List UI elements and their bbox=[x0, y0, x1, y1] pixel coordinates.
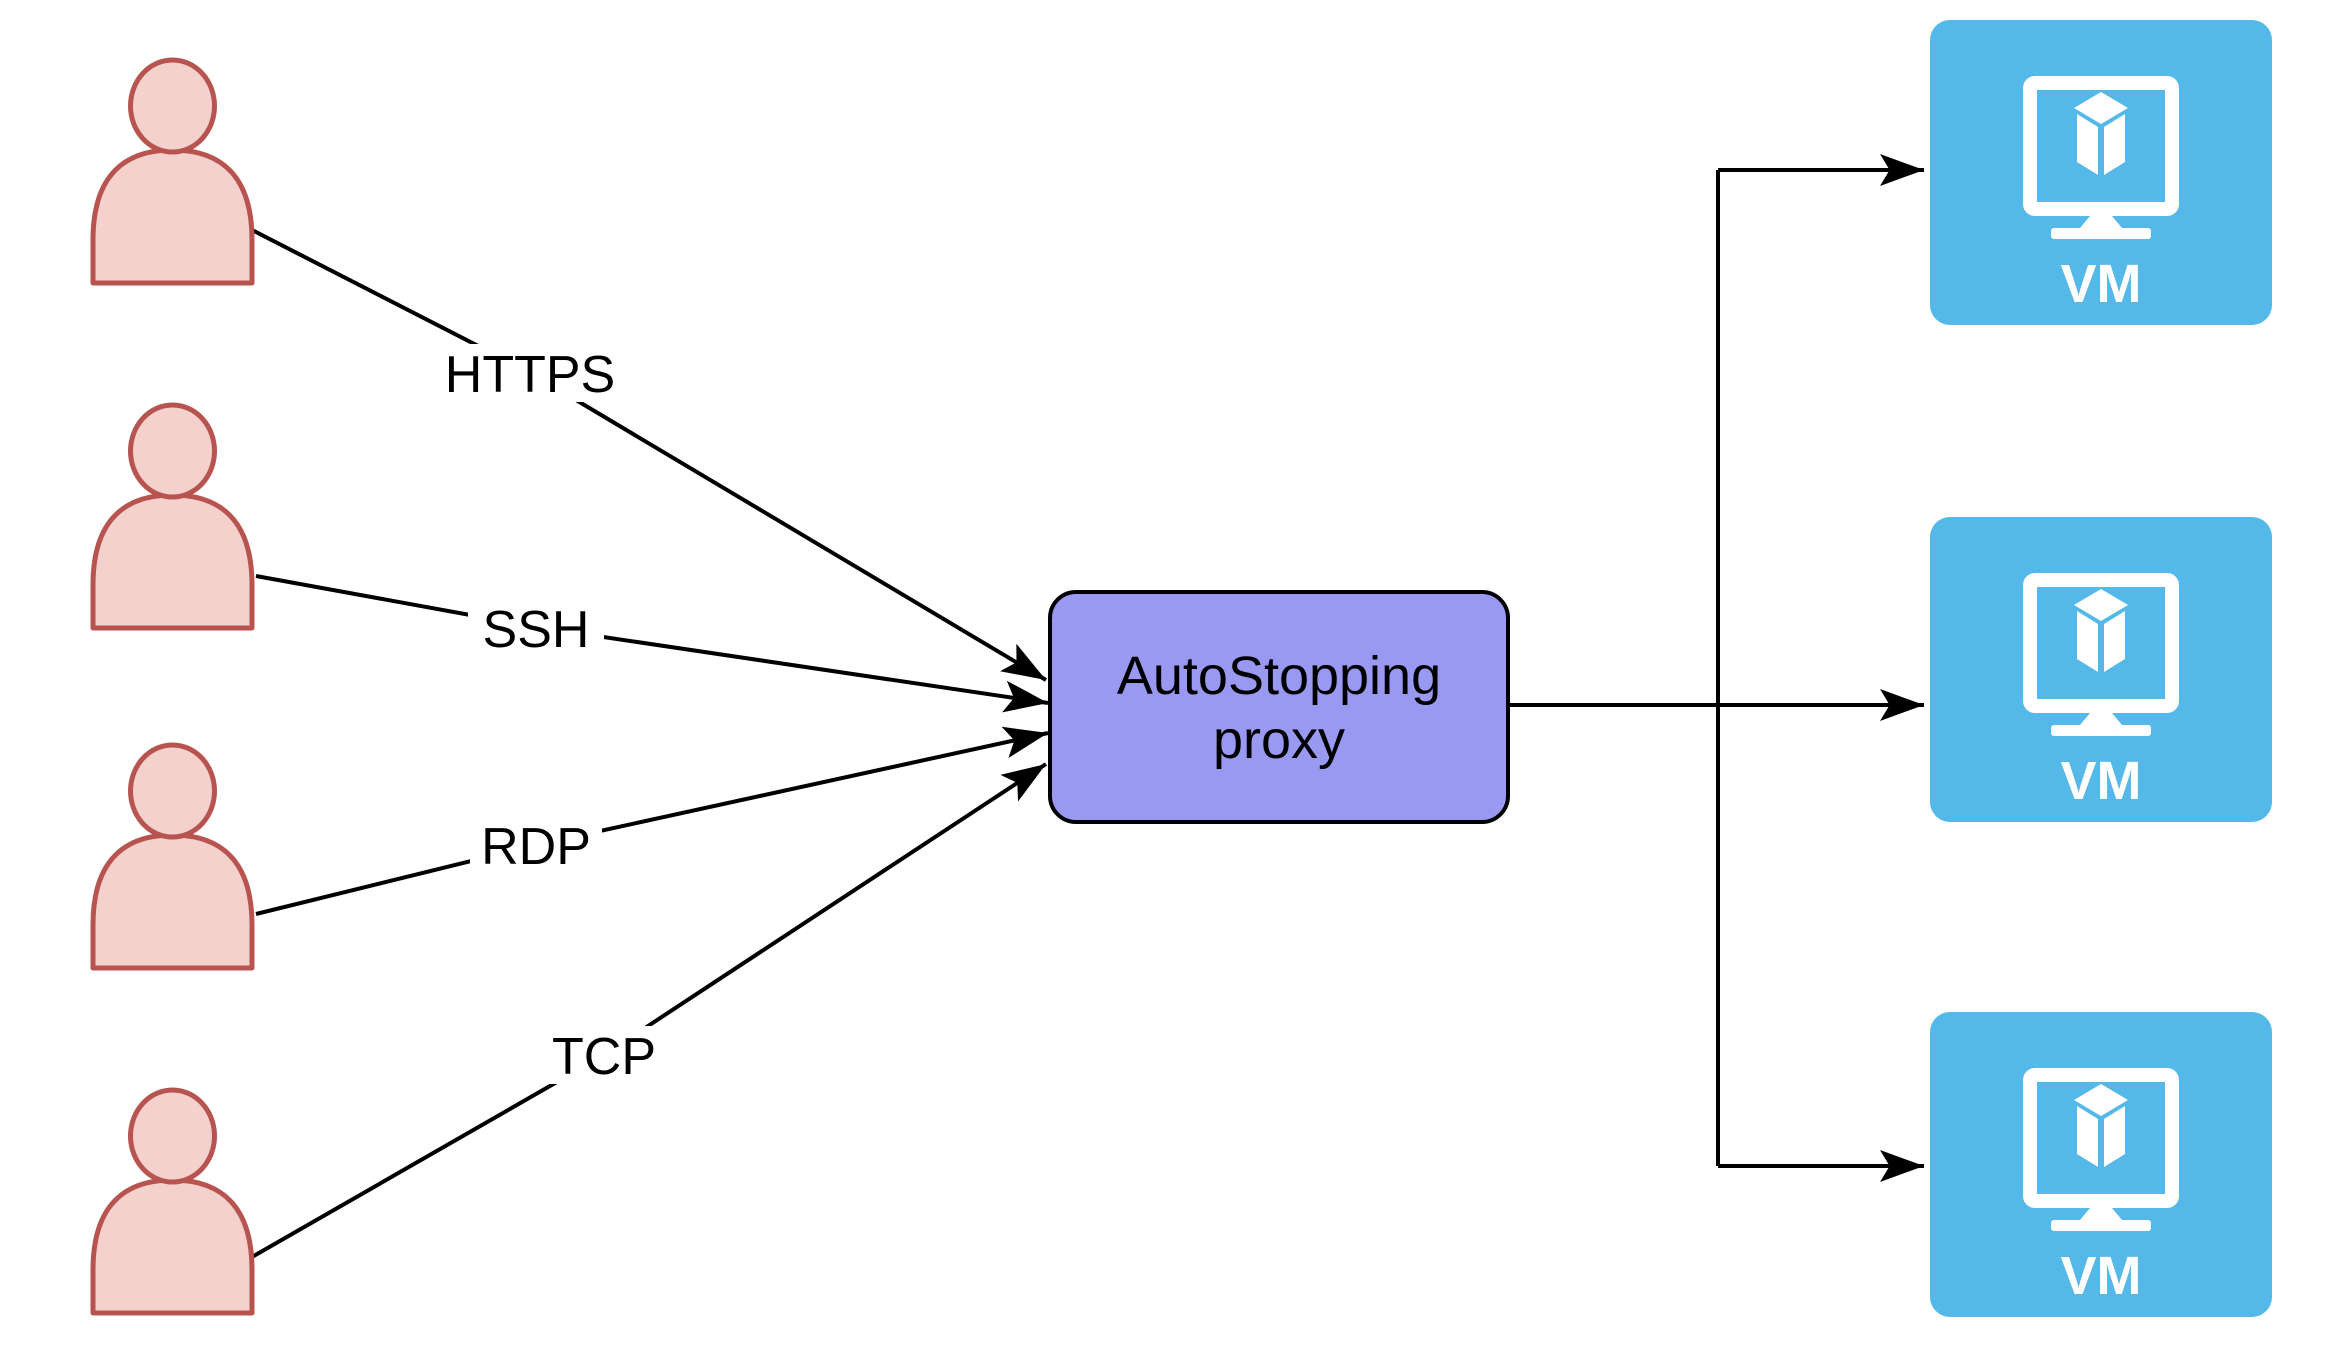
user-head bbox=[128, 402, 217, 500]
vm-cube-top-icon bbox=[2074, 92, 2128, 124]
https-label-text: HTTPS bbox=[445, 346, 615, 404]
user-icon-2 bbox=[90, 402, 255, 631]
rdp-label-background bbox=[470, 816, 602, 874]
user-body bbox=[90, 492, 255, 631]
rdp-label: RDP bbox=[470, 816, 602, 876]
rdp-label-text: RDP bbox=[481, 818, 591, 876]
vm-label: VM bbox=[2061, 751, 2142, 811]
ssh-label-background bbox=[468, 599, 604, 657]
vm-monitor-stand bbox=[2080, 216, 2122, 228]
user-body bbox=[90, 147, 255, 286]
vm-cube-right-icon bbox=[2104, 611, 2125, 672]
proxy-label-line2: proxy bbox=[1213, 710, 1345, 770]
autostopping-proxy-box: AutoStopping proxy bbox=[1048, 590, 1510, 824]
https-label: HTTPS bbox=[424, 344, 636, 404]
vm-box-1: VM bbox=[1930, 20, 2272, 325]
user-icon-3 bbox=[90, 742, 255, 971]
vm-cube-top-icon bbox=[2074, 589, 2128, 621]
user-body bbox=[90, 832, 255, 971]
user-icon-4 bbox=[90, 1087, 255, 1316]
vm-cube-right-icon bbox=[2104, 114, 2125, 175]
user-head bbox=[128, 742, 217, 840]
vm-box-2: VM bbox=[1930, 517, 2272, 822]
https-label-background bbox=[424, 344, 636, 402]
vm-cube-left-icon bbox=[2077, 114, 2098, 175]
tcp-connector bbox=[251, 762, 1048, 1259]
virtual-machine-monitor-icon bbox=[2023, 76, 2179, 239]
vm-cube-left-icon bbox=[2077, 611, 2098, 672]
rdp-connector bbox=[255, 726, 1049, 916]
user-head bbox=[128, 1087, 217, 1185]
ssh-connector bbox=[255, 574, 1049, 713]
vm-monitor-stand bbox=[2080, 713, 2122, 725]
vm-monitor-base bbox=[2051, 1220, 2151, 1231]
tcp-label: TCP bbox=[542, 1026, 666, 1086]
vm-cube-right-icon bbox=[2104, 1106, 2125, 1167]
vm-label: VM bbox=[2061, 1246, 2142, 1306]
vm-cube-left-icon bbox=[2077, 1106, 2098, 1167]
vm-monitor-base bbox=[2051, 725, 2151, 736]
vm-label: VM bbox=[2061, 254, 2142, 314]
ssh-label-text: SSH bbox=[483, 601, 590, 659]
vm-box-3: VM bbox=[1930, 1012, 2272, 1317]
proxy-box-rect bbox=[1048, 590, 1510, 824]
vm-monitor-base bbox=[2051, 228, 2151, 239]
tcp-label-text: TCP bbox=[552, 1028, 656, 1086]
ssh-label: SSH bbox=[468, 599, 604, 659]
virtual-machine-monitor-icon bbox=[2023, 573, 2179, 736]
proxy-label-line1: AutoStopping bbox=[1117, 646, 1441, 706]
https-connector bbox=[251, 228, 1048, 682]
user-icon-1 bbox=[90, 57, 255, 286]
vm-monitor-stand bbox=[2080, 1208, 2122, 1220]
tcp-label-background bbox=[542, 1026, 666, 1084]
user-body bbox=[90, 1177, 255, 1316]
virtual-machine-monitor-icon bbox=[2023, 1068, 2179, 1231]
vm-cube-top-icon bbox=[2074, 1084, 2128, 1116]
user-head bbox=[128, 57, 217, 155]
